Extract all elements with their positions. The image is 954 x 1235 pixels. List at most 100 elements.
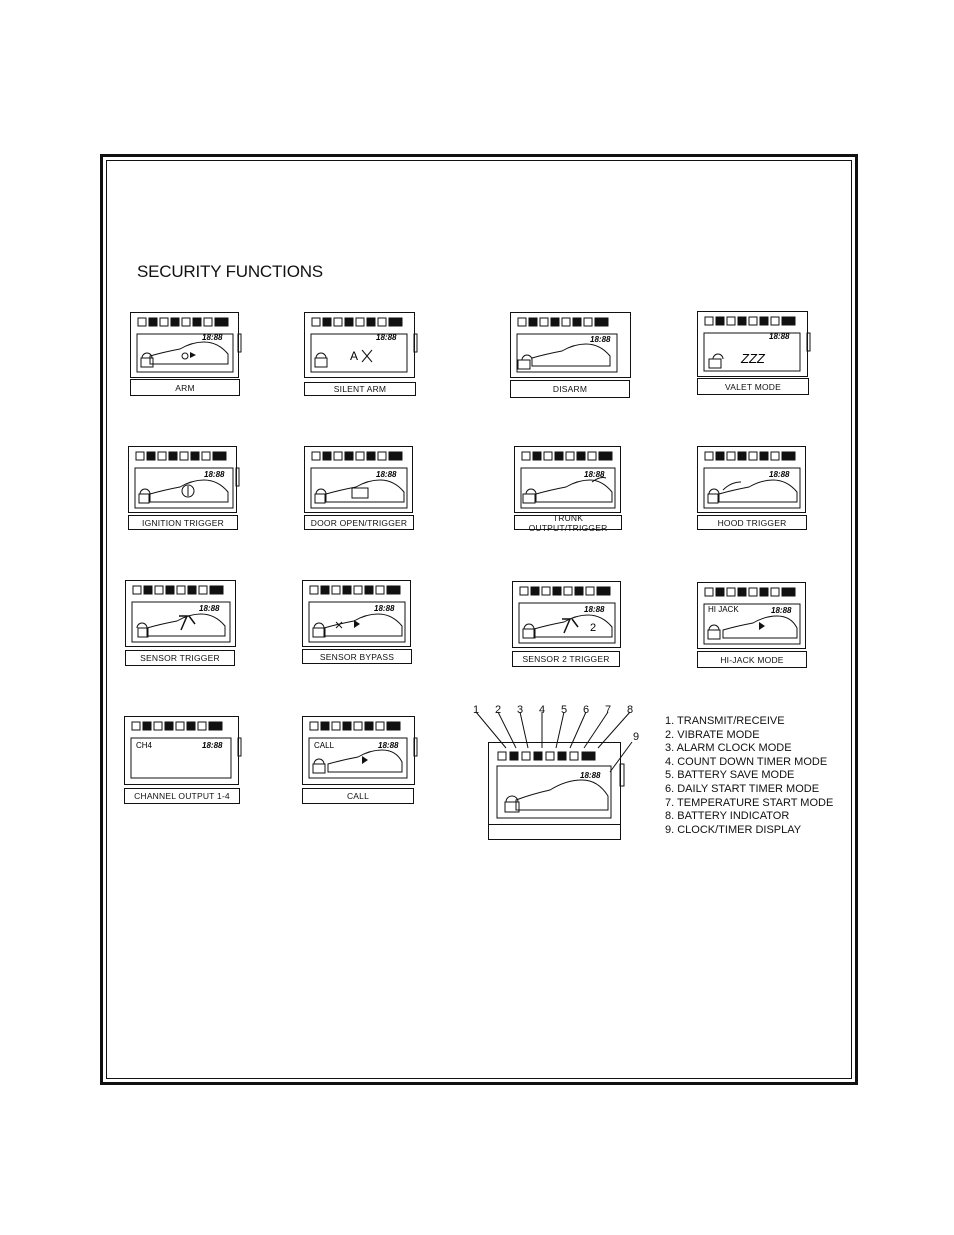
panel-trunk-output-trigger: 18:88 TRUNK OUTPUT/TRIGGER [514, 446, 624, 533]
panel-label: IGNITION TRIGGER [128, 515, 238, 530]
clock-readout: 18:88 [769, 332, 790, 341]
panel-valet-mode: ZZZ 18:88 VALET MODE [697, 311, 811, 395]
panel-label: DISARM [510, 380, 630, 398]
outer-frame [100, 154, 858, 1085]
clock-readout: 18:88 [378, 741, 399, 750]
vibrate-icon [528, 317, 538, 327]
alarm-clock-icon [153, 721, 163, 731]
daily-start-icon [574, 586, 584, 596]
vibrate-icon [715, 451, 725, 461]
battery-save-icon [563, 586, 573, 596]
alarm-clock-icon [157, 451, 167, 461]
battery-icon [386, 585, 401, 595]
legend-item: 3. ALARM CLOCK MODE [665, 742, 792, 755]
alarm-clock-icon [726, 316, 736, 326]
alarm-clock-icon [159, 317, 169, 327]
battery-icon [781, 316, 796, 326]
status-icon-strip [309, 721, 401, 731]
timer-icon [344, 317, 354, 327]
lcd-screen: 18:88 [125, 580, 236, 647]
temperature-icon [583, 317, 593, 327]
daily-start-icon [187, 585, 197, 595]
panel-label: VALET MODE [697, 378, 809, 395]
daily-start-icon [759, 587, 769, 597]
legend-item: 7. TEMPERATURE START MODE [665, 796, 834, 809]
callout-number-1: 1 [473, 704, 480, 716]
alarm-clock-icon [521, 751, 531, 761]
lcd-reference-diagram: 18:88 [470, 700, 650, 842]
vibrate-icon [320, 585, 330, 595]
timer-icon [550, 317, 560, 327]
clock-readout: 18:88 [202, 741, 223, 750]
daily-start-icon [557, 751, 567, 761]
timer-icon [342, 721, 352, 731]
lcd-screen: ZZZ 18:88 [697, 311, 811, 377]
hi-jack-screen-text: HI JACK [708, 605, 739, 614]
silent-arm-symbol: A [350, 349, 358, 363]
antenna-icon [497, 751, 507, 761]
alarm-clock-icon [539, 317, 549, 327]
panel-ignition-trigger: 18:88 IGNITION TRIGGER [128, 446, 242, 530]
battery-save-icon [353, 721, 363, 731]
temperature-icon [770, 587, 780, 597]
panel-label: HI-JACK MODE [697, 651, 807, 668]
antenna-icon [137, 317, 147, 327]
legend-item: 6. DAILY START TIMER MODE [665, 782, 820, 795]
clock-readout: 18:88 [376, 333, 397, 342]
legend-item: 5. BATTERY SAVE MODE [665, 769, 795, 782]
callout-number-3: 3 [517, 704, 524, 716]
alarm-clock-icon [543, 451, 553, 461]
battery-icon [214, 317, 229, 327]
vibrate-icon [530, 586, 540, 596]
daily-start-icon [186, 721, 196, 731]
callout-number-2: 2 [495, 704, 502, 716]
clock-readout: 18:88 [376, 470, 397, 479]
lcd-screen: 18:88 [130, 312, 242, 378]
battery-icon [212, 451, 227, 461]
daily-start-icon [366, 317, 376, 327]
daily-start-icon [190, 451, 200, 461]
daily-start-icon [759, 451, 769, 461]
status-icon-strip [131, 721, 223, 731]
panel-hi-jack-mode: HI JACK 18:88 HI-JACK MODE [697, 582, 811, 668]
lcd-diagram-svg: 18:88 [475, 711, 633, 840]
vibrate-icon [142, 721, 152, 731]
panel-disarm: 18:88 DISARM [510, 312, 632, 398]
daily-start-icon [576, 451, 586, 461]
battery-save-icon [181, 317, 191, 327]
page-title: SECURITY FUNCTIONS [137, 262, 323, 281]
battery-icon [209, 585, 224, 595]
lcd-screen: 18:88 [514, 446, 621, 513]
temperature-icon [585, 586, 595, 596]
panel-label: SILENT ARM [304, 382, 416, 396]
vibrate-icon [146, 451, 156, 461]
status-icon-strip [135, 451, 227, 461]
daily-start-icon [364, 721, 374, 731]
battery-icon [596, 586, 611, 596]
sensor-2-number: 2 [590, 622, 596, 634]
panel-label: CHANNEL OUTPUT 1-4 [124, 788, 240, 804]
vibrate-icon [715, 587, 725, 597]
panel-door-open-trigger: 18:88 DOOR OPEN/TRIGGER [304, 446, 416, 530]
battery-save-icon [561, 317, 571, 327]
battery-save-icon [355, 451, 365, 461]
clock-readout: 18:88 [580, 771, 601, 780]
panel-label: DOOR OPEN/TRIGGER [304, 515, 414, 530]
clock-readout: 18:88 [769, 470, 790, 479]
temperature-icon [770, 316, 780, 326]
status-icon-strip [137, 317, 229, 327]
panel-sensor-2-trigger: 2 18:88 SENSOR 2 TRIGGER [512, 581, 624, 667]
battery-icon [781, 451, 796, 461]
panel-label: SENSOR BYPASS [302, 649, 412, 664]
antenna-icon [309, 585, 319, 595]
status-icon-strip [704, 316, 796, 326]
alarm-clock-icon [331, 721, 341, 731]
vibrate-icon [715, 316, 725, 326]
clock-readout: 18:88 [199, 604, 220, 613]
callout-number-4: 4 [539, 704, 546, 716]
clock-readout: 18:88 [202, 333, 223, 342]
callout-number-6: 6 [583, 704, 590, 716]
battery-save-icon [353, 585, 363, 595]
status-icon-strip [519, 586, 611, 596]
status-icon-strip [517, 317, 609, 327]
